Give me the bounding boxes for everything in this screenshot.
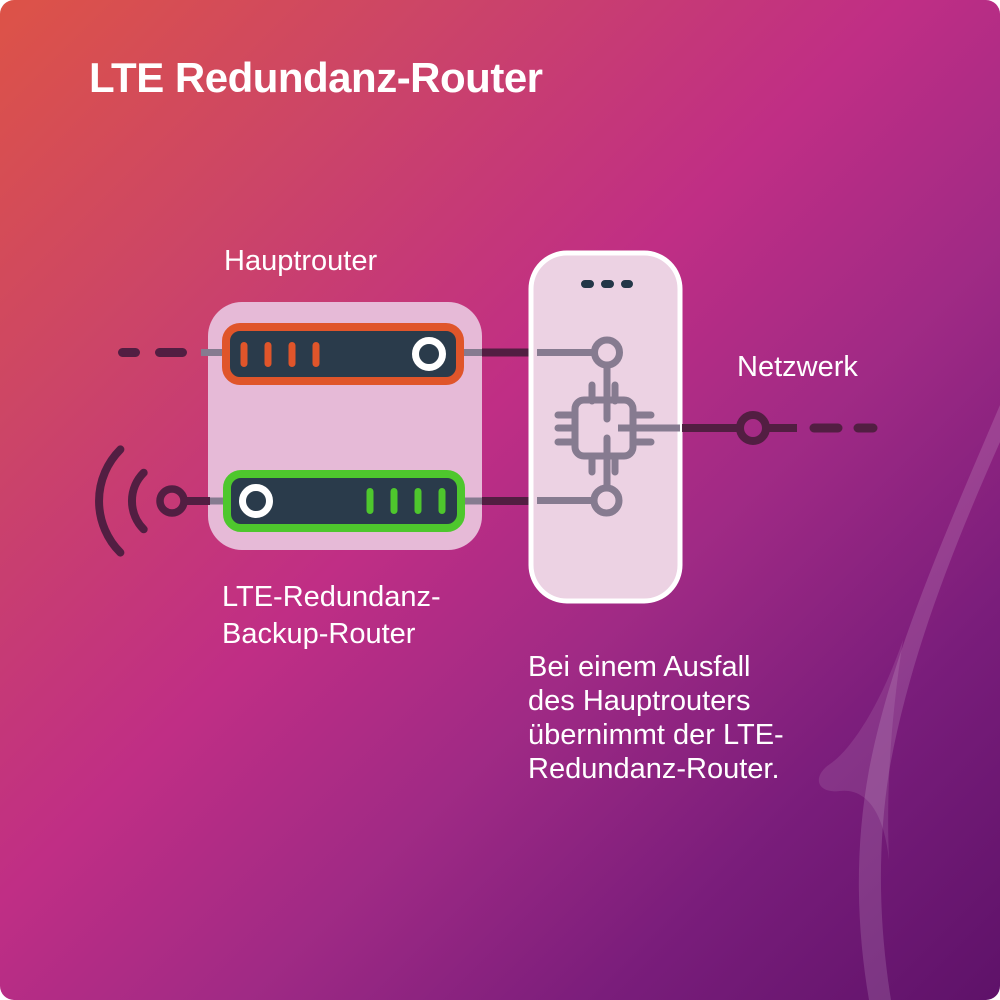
backup-router-port [239,484,273,518]
network-node-ring-icon [682,411,878,445]
backup-router-label-line1: LTE-Redundanz- [222,581,441,613]
caption-line-4: Redundanz-Router. [528,753,780,785]
wifi-inner-arc [127,468,148,534]
backup-router-label-line2: Backup-Router [222,618,416,650]
main-router-status-lights [240,342,320,367]
chip-pins [554,381,655,476]
lte-node-ring [156,485,188,517]
netzwerk-label: Netzwerk [737,351,858,383]
wifi-outer-arc [95,445,125,557]
network-switch-chip-icon [554,336,655,517]
caption-line-1: Bei einem Ausfall [528,651,751,683]
backup-router-body [223,470,465,532]
main-router-body [222,323,464,385]
page-title: LTE Redundanz-Router [89,54,543,101]
wifi-signal-icon [95,445,210,557]
backup-router-status-lights [366,488,446,514]
swirl-ribbon [858,405,1000,1000]
hauptrouter-label: Hauptrouter [224,245,378,277]
backup-router-label: LTE-Redundanz- Backup-Router [222,579,441,653]
caption-line-2: des Hauptrouters [528,685,751,717]
swirl-bulge [818,640,903,860]
caption-line-3: übernimmt der LTE- [528,719,784,751]
main-router-device-icon [222,323,464,385]
decorative-swirl [818,405,1000,1000]
lte-backup-router-device-icon [223,470,465,532]
main-router-port [412,337,446,371]
caption-text: Bei einem Ausfall des Hauptrouters übern… [528,650,784,786]
network-node-ring [736,411,770,445]
